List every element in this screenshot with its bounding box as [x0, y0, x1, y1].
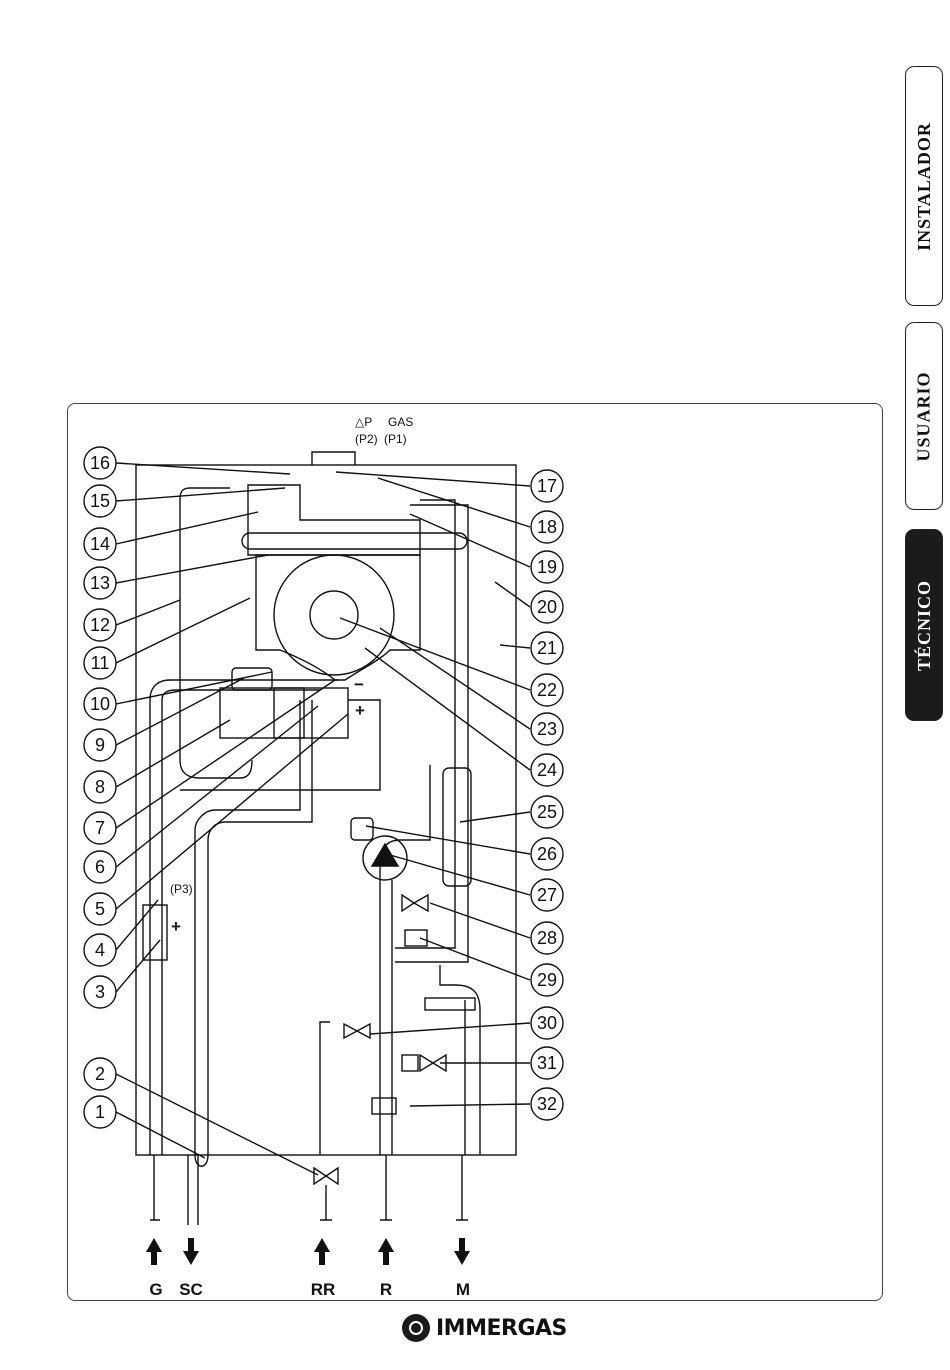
delta-p-label: △P: [355, 415, 372, 429]
callout-label-18: 18: [537, 517, 557, 537]
connection-label-m: M: [456, 1280, 470, 1299]
callout-label-30: 30: [537, 1013, 557, 1033]
conn-r: [380, 1155, 392, 1220]
immergas-logo: IMMERGAS: [402, 1312, 567, 1344]
callout-label-21: 21: [537, 638, 557, 658]
callout-label-13: 13: [90, 573, 110, 593]
conn-m: [456, 1155, 468, 1220]
flue-hood: [248, 485, 420, 555]
expansion-vessel: [443, 768, 471, 886]
callout-label-27: 27: [537, 885, 557, 905]
callout-label-25: 25: [537, 802, 557, 822]
callout-label-1: 1: [95, 1102, 105, 1122]
valve-29: [405, 930, 427, 946]
conn-g: [150, 1155, 160, 1220]
valve-2: [314, 1168, 338, 1184]
callout-label-17: 17: [537, 476, 557, 496]
callout-label-31: 31: [537, 1053, 557, 1073]
air-vent: [351, 818, 373, 840]
arrow-up-g: [146, 1238, 162, 1265]
callout-label-10: 10: [90, 694, 110, 714]
logo-mark: [402, 1314, 430, 1342]
callout-label-15: 15: [90, 491, 110, 511]
flow-switch: [402, 1055, 418, 1071]
callout-label-8: 8: [95, 777, 105, 797]
flue-outlet: [312, 452, 355, 465]
flue-pipe-loop: [180, 488, 252, 778]
plus-sign-p3: +: [171, 917, 181, 936]
callout-label-6: 6: [95, 857, 105, 877]
minus-sign: −: [354, 675, 364, 694]
connection-label-r: R: [380, 1280, 392, 1299]
callout-label-12: 12: [90, 615, 110, 635]
p1-label: (P1): [384, 432, 407, 446]
arrow-up-rr: [314, 1238, 330, 1265]
arrow-down-m: [454, 1238, 470, 1265]
callout-label-20: 20: [537, 597, 557, 617]
callout-label-23: 23: [537, 719, 557, 739]
gas-label: GAS: [388, 415, 413, 429]
callout-label-29: 29: [537, 970, 557, 990]
connection-label-rr: RR: [311, 1280, 336, 1299]
valve-28: [402, 895, 428, 911]
callout-label-3: 3: [95, 982, 105, 1002]
arrow-down-sc: [183, 1238, 199, 1265]
domestic-exchanger: [425, 998, 475, 1010]
callout-label-7: 7: [95, 818, 105, 838]
arrow-up-r: [378, 1238, 394, 1265]
callout-label-24: 24: [537, 760, 557, 780]
callout-label-4: 4: [95, 940, 105, 960]
p2-label: (P2): [355, 432, 378, 446]
pump-impeller: [372, 844, 398, 866]
logo-text: IMMERGAS: [436, 1316, 567, 1341]
return-pipe: [380, 765, 430, 1155]
p3-label: (P3): [170, 882, 193, 896]
callout-label-16: 16: [90, 453, 110, 473]
combustion-chamber: [256, 555, 420, 680]
callout-label-2: 2: [95, 1064, 105, 1084]
callout-label-19: 19: [537, 557, 557, 577]
primary-exchanger: [242, 533, 467, 549]
bypass-pipe: [395, 500, 455, 948]
callout-label-11: 11: [91, 653, 110, 673]
callout-label-32: 32: [537, 1094, 557, 1114]
burner: [310, 591, 358, 639]
bypass-pipe-outer: [395, 505, 468, 962]
callout-label-22: 22: [537, 680, 557, 700]
conn-sc: [188, 1155, 198, 1225]
gas-pipe-inner: [162, 690, 320, 1155]
flow-pipe: [180, 700, 380, 790]
valve-30: [344, 1024, 370, 1038]
refill-pipe: [320, 1022, 330, 1155]
plus-sign: +: [355, 701, 365, 720]
callout-label-14: 14: [90, 534, 110, 554]
callout-label-28: 28: [537, 928, 557, 948]
callout-label-5: 5: [95, 899, 105, 919]
conn-rr: [320, 1185, 332, 1220]
connection-label-sc: SC: [179, 1280, 203, 1299]
connection-label-g: G: [149, 1280, 162, 1299]
condensate-pipe-inner: [208, 700, 312, 1155]
callout-label-26: 26: [537, 844, 557, 864]
callout-label-9: 9: [95, 735, 105, 755]
